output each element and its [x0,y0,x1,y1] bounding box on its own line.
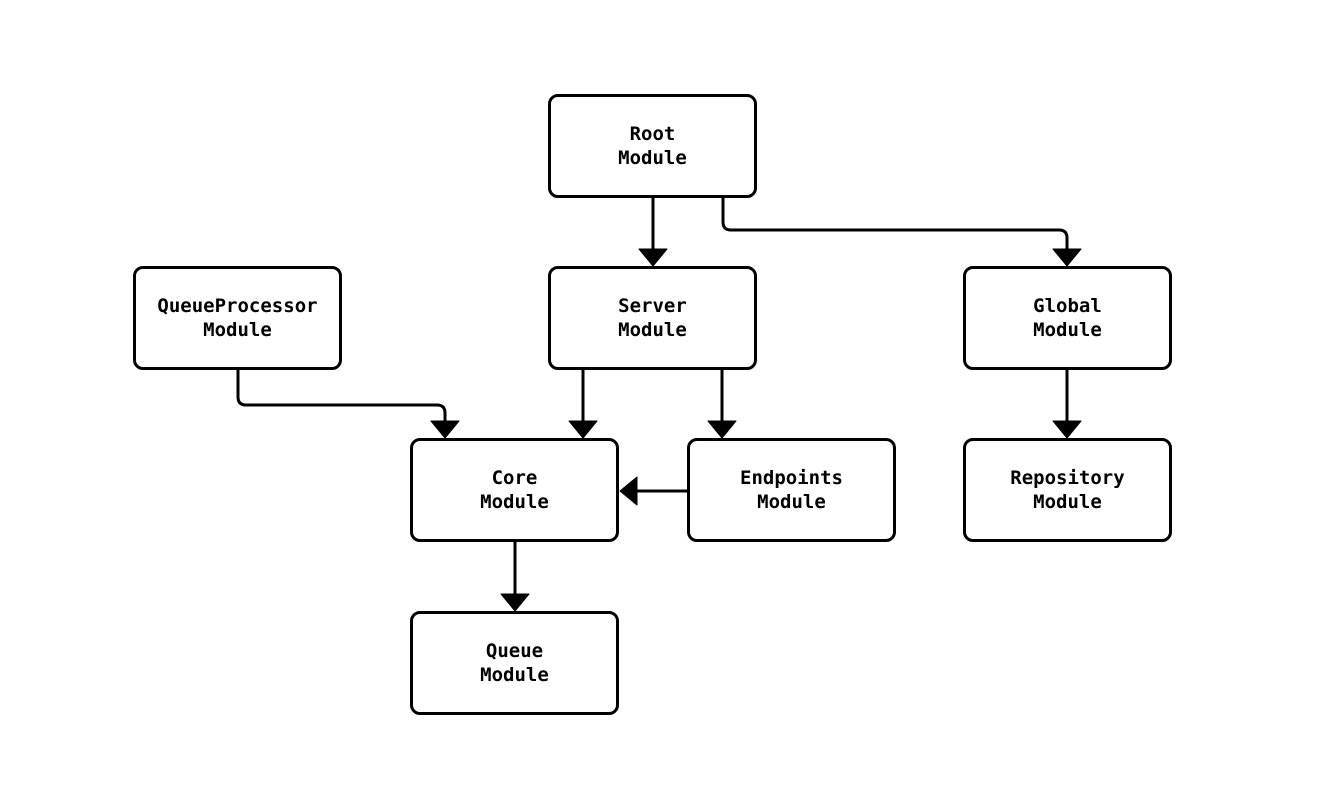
node-server-module: Server Module [548,266,757,370]
edge-server-to-endpoints [707,368,737,439]
edge-core-to-queue [500,540,530,612]
edge-server-to-core [568,368,598,439]
edge-queueprocessor-to-core [236,369,460,439]
node-queue-module: Queue Module [410,611,619,715]
node-core-module: Core Module [410,438,619,542]
edge-global-to-repository [1052,368,1082,439]
node-queueprocessor-module: QueueProcessor Module [133,266,342,370]
edge-endpoints-to-core [619,476,689,506]
node-endpoints-module: Endpoints Module [687,438,896,542]
node-repository-module: Repository Module [963,438,1172,542]
edge-root-to-server [638,196,668,267]
edge-root-to-global [721,196,1082,267]
node-root-module: Root Module [548,94,757,198]
node-global-module: Global Module [963,266,1172,370]
